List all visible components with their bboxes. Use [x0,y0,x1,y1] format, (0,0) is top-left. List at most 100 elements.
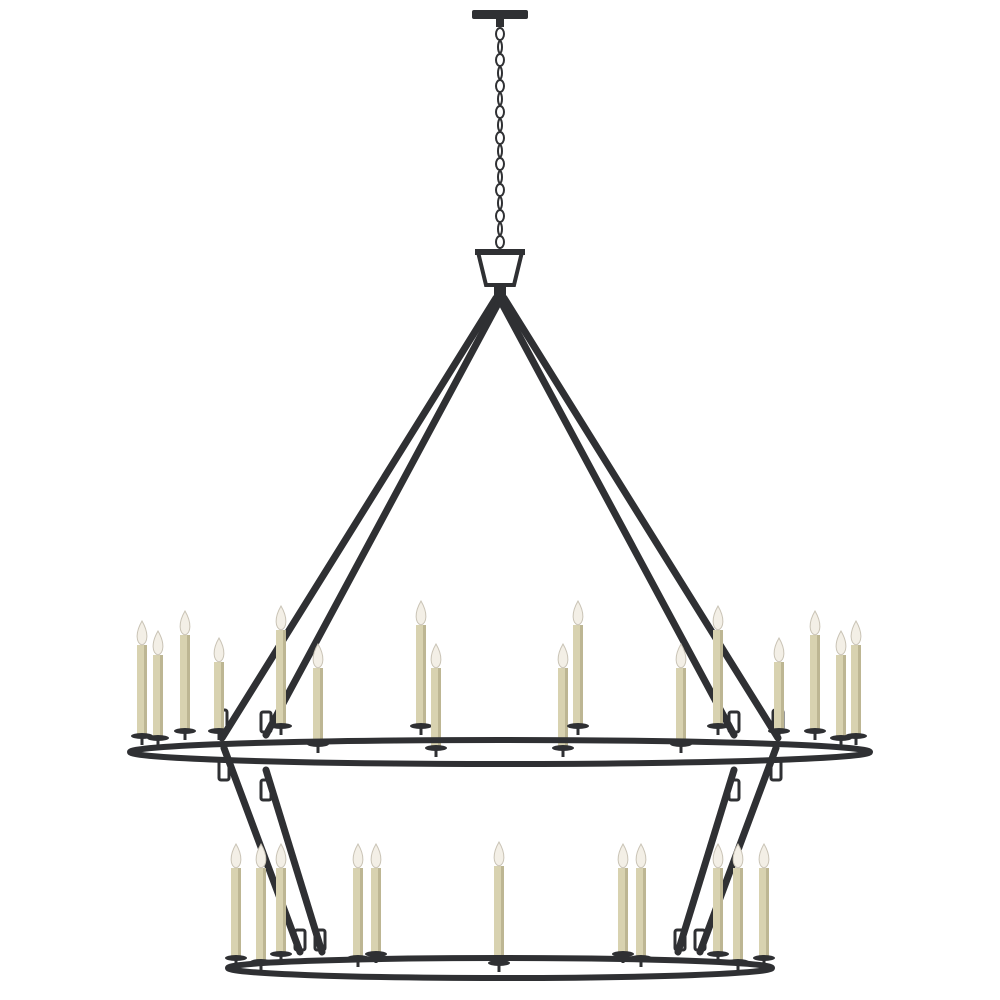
bobeche [270,951,292,957]
rings [127,737,873,981]
bobeche [147,735,169,741]
candle-cup-stem [140,737,144,745]
flame-bulb-icon [572,600,584,626]
flame-bulb-icon [732,843,744,869]
rod-joint [293,928,307,952]
rod-joint [259,778,273,802]
candle [630,843,652,967]
candle-cup-stem [316,745,320,753]
chandelier-frame [215,10,785,956]
chain-link [495,79,505,93]
lantern-connector [475,250,525,287]
candle [612,843,634,963]
candle-shade [501,866,504,961]
flame-bulb-icon [370,843,382,869]
chain-link [497,92,503,106]
candle [307,643,329,753]
candle-shade [817,635,820,729]
lower-ring [225,955,775,981]
candle-sleeve [353,868,363,956]
candle-sleeve [416,625,426,724]
chain-link [497,222,503,236]
candle [707,843,729,963]
candle-cup-stem [259,963,263,971]
candle [270,843,292,963]
candle-sleeve [231,868,241,956]
candle-sleeve [676,668,686,742]
candle-sleeve [371,868,381,952]
candle-cup-stem [279,727,283,735]
rod-joint [693,928,707,952]
candle-shade [625,868,628,952]
flame-bulb-icon [493,841,505,867]
candle [488,841,510,972]
flame-bulb-icon [415,600,427,626]
candle [410,600,432,735]
candle-shade [643,868,646,956]
candle-sleeve [713,868,723,952]
chain-link [495,105,505,119]
bobeche [612,951,634,957]
chain-link [495,235,505,249]
candle-sleeve [276,630,286,724]
candle [270,605,292,735]
candle-sleeve [276,868,286,952]
candle [707,605,729,735]
chain-link [495,183,505,197]
candle-cup-stem [419,727,423,735]
flame-bulb-icon [557,643,569,669]
candle-shade [683,668,686,742]
bobeche [753,955,775,961]
bobeche [208,728,230,734]
bobeche [567,723,589,729]
support-rod [496,296,738,739]
bobeche [768,728,790,734]
candle [147,630,169,747]
upper-ring [127,737,873,767]
candle-sleeve [256,868,266,960]
candle-shade [720,868,723,952]
candle-cup-stem [854,737,858,745]
flame-bulb-icon [255,843,267,869]
flame-bulb-icon [712,843,724,869]
flame-bulb-icon [430,643,442,669]
candle-sleeve [180,635,190,729]
candle-cup-stem [279,955,283,963]
bobeche [804,728,826,734]
flame-bulb-icon [675,643,687,669]
chain-link [495,53,505,67]
candle [365,843,387,963]
candle-sleeve [573,625,583,724]
bobeche [488,960,510,966]
flame-bulb-icon [230,843,242,869]
bobeche [270,723,292,729]
candle-shade [438,668,441,746]
candle-shade [283,868,286,952]
candle-cup-stem [156,739,160,747]
candle [753,843,775,967]
candle-sleeve [618,868,628,952]
flame-bulb-icon [136,620,148,646]
candle-sleeve [836,655,846,736]
candle [768,637,790,740]
candle [347,843,369,967]
flame-bulb-icon [352,843,364,869]
candle-sleeve [713,630,723,724]
support-rod [262,296,504,739]
candle-cup-stem [576,727,580,735]
candle-sleeve [153,655,163,736]
chain-link [497,170,503,184]
flame-bulb-icon [635,843,647,869]
support-rod [500,294,782,742]
bobeche [845,733,867,739]
candle [567,600,589,735]
flame-bulb-icon [835,630,847,656]
candle [845,620,867,745]
bobeche [410,723,432,729]
lantern-top [475,249,525,255]
candle-cup-stem [434,749,438,757]
candle-shade [263,868,266,960]
chain-link [497,66,503,80]
